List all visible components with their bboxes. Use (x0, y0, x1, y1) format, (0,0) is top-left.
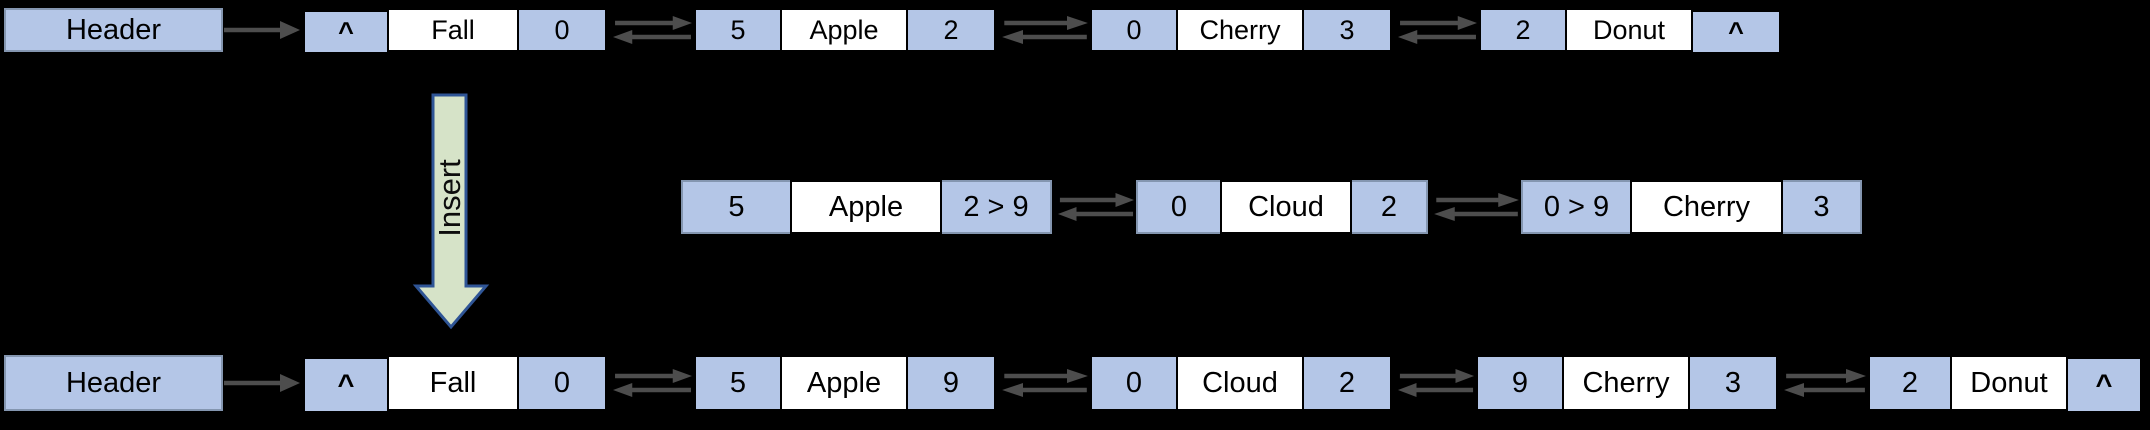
value-cell: Cherry (1176, 8, 1304, 52)
prev-pointer-cell: 0 > 9 (1521, 180, 1632, 234)
next-pointer-cell: ^ (2066, 357, 2142, 413)
node-cherry: 0 Cherry 3 (1090, 8, 1392, 52)
next-pointer-cell: 0 (517, 8, 607, 52)
doubly-link-arrows-icon (1433, 192, 1520, 222)
doubly-link-arrows-icon (612, 15, 693, 45)
value-cell: Apple (780, 8, 908, 52)
doubly-link-arrows-icon (1783, 368, 1867, 398)
insert-label: Insert (432, 159, 467, 237)
value-cell: Apple (780, 355, 908, 411)
value-cell: Cloud (1220, 180, 1352, 234)
next-pointer-cell: ^ (1691, 10, 1781, 54)
value-cell: Cloud (1176, 355, 1304, 411)
next-pointer-cell: 2 (906, 8, 996, 52)
doubly-link-arrows-icon (612, 368, 693, 398)
prev-pointer-cell: ^ (303, 357, 389, 413)
node-cherry-updating: 0 > 9 Cherry 3 (1521, 180, 1862, 234)
next-pointer-cell: 2 (1350, 180, 1428, 234)
insert-arrow-icon (412, 93, 490, 330)
node-apple: 5 Apple 2 (694, 8, 996, 52)
value-cell: Donut (1565, 8, 1693, 52)
value-cell: Cherry (1562, 355, 1690, 411)
value-cell: Fall (387, 355, 519, 411)
value-cell: Apple (790, 180, 942, 234)
node-fall: ^ Fall 0 (303, 355, 607, 413)
value-cell: Donut (1950, 355, 2068, 411)
node-donut: 2 Donut ^ (1479, 8, 1781, 54)
value-cell: Cherry (1630, 180, 1783, 234)
node-apple: 5 Apple 9 (694, 355, 996, 411)
node-cloud: 0 Cloud 2 (1090, 355, 1392, 411)
next-pointer-cell: 9 (906, 355, 996, 411)
header-pointer-arrow-icon (224, 370, 302, 396)
node-donut: 2 Donut ^ (1868, 355, 2142, 413)
prev-pointer-cell: 5 (694, 355, 782, 411)
node-apple-updating: 5 Apple 2 > 9 (681, 180, 1052, 234)
next-pointer-cell: 2 (1302, 355, 1392, 411)
doubly-link-arrows-icon (1001, 368, 1089, 398)
prev-pointer-cell: 9 (1476, 355, 1564, 411)
prev-pointer-cell: 5 (694, 8, 782, 52)
header-box: Header (4, 8, 223, 52)
node-cloud-new: 0 Cloud 2 (1136, 180, 1428, 234)
next-pointer-cell: 3 (1302, 8, 1392, 52)
prev-pointer-cell: 2 (1479, 8, 1567, 52)
doubly-link-arrows-icon (1057, 192, 1135, 222)
value-cell: Fall (387, 8, 519, 52)
doubly-link-arrows-icon (1397, 368, 1475, 398)
doubly-link-arrows-icon (1397, 15, 1478, 45)
node-cherry: 9 Cherry 3 (1476, 355, 1778, 411)
doubly-link-arrows-icon (1001, 15, 1089, 45)
prev-pointer-cell: 0 (1136, 180, 1222, 234)
prev-pointer-cell: 5 (681, 180, 792, 234)
prev-pointer-cell: 0 (1090, 8, 1178, 52)
prev-pointer-cell: ^ (303, 10, 389, 54)
next-pointer-cell: 3 (1688, 355, 1778, 411)
next-pointer-cell: 2 > 9 (940, 180, 1052, 234)
next-pointer-cell: 0 (517, 355, 607, 411)
header-pointer-arrow-icon (224, 17, 302, 43)
next-pointer-cell: 3 (1781, 180, 1862, 234)
prev-pointer-cell: 2 (1868, 355, 1952, 411)
prev-pointer-cell: 0 (1090, 355, 1178, 411)
header-box: Header (4, 355, 223, 411)
node-fall: ^ Fall 0 (303, 8, 607, 54)
